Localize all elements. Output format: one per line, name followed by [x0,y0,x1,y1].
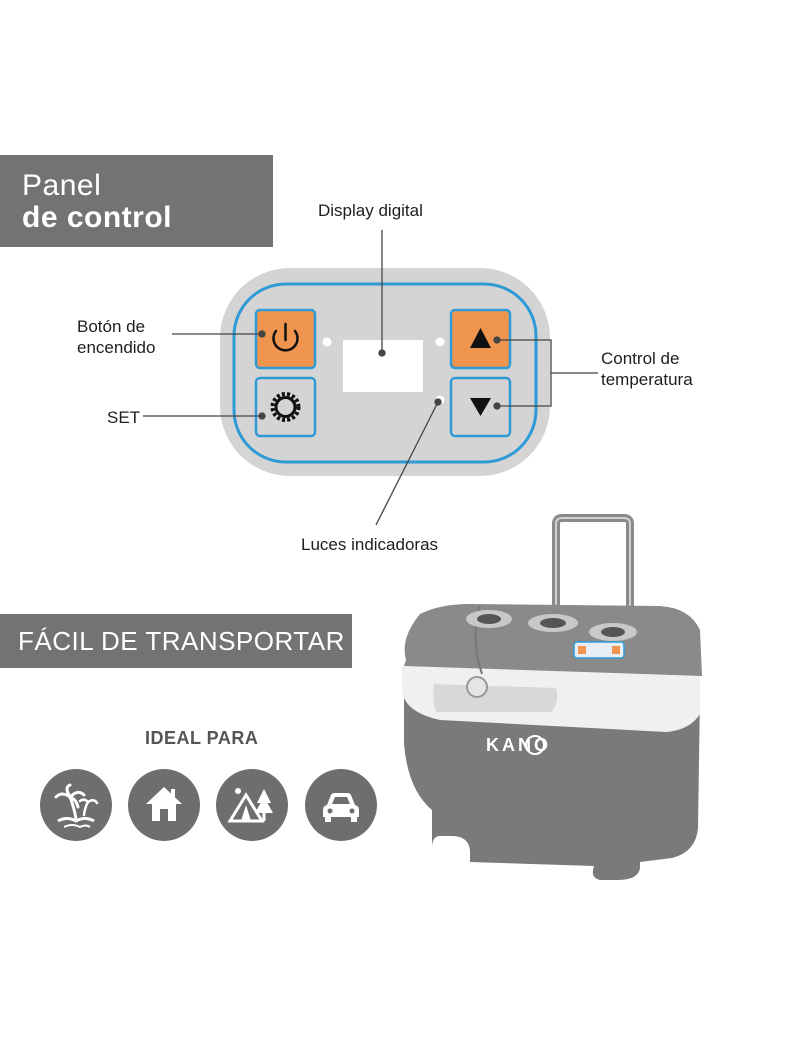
beach-palm-icon [40,769,112,841]
panel-title-line2: de control [22,201,173,234]
set-button [254,376,317,438]
house-icon [128,769,200,841]
cooler-illustration [402,514,702,880]
temp-down-button [449,376,512,438]
callout-lights: Luces indicadoras [301,534,438,555]
transport-title: FÁCIL DE TRANSPORTAR [18,626,345,656]
car-icon [305,769,377,841]
camping-tent-icon [216,769,288,841]
callout-temp-line2: temperatura [601,370,693,389]
callout-lights-text: Luces indicadoras [301,535,439,554]
callout-display-text: Display digital [318,201,423,220]
transport-banner: FÁCIL DE TRANSPORTAR [0,614,352,668]
indicator-light-right [435,337,445,347]
callout-power: Botón de encendido [77,316,155,358]
power-button [254,308,317,370]
callout-power-line2: encendido [77,338,156,357]
callout-temp-line1: Control de [601,349,680,368]
indicator-light-left [322,337,332,347]
panel-control-banner: Panel de control [0,155,273,247]
callout-temperature: Control de temperatura [601,348,693,390]
control-panel [220,268,550,476]
callout-set-text: SET [107,408,141,427]
callout-power-line1: Botón de [77,317,146,336]
callout-display: Display digital [318,200,423,221]
callout-set: SET [107,407,140,428]
ideal-para-title: IDEAL PARA [145,728,259,748]
digital-display [343,340,423,392]
brand-logo: KANO [486,735,551,755]
temp-up-button [449,308,512,370]
callout-lines [143,230,598,526]
panel-title-line1: Panel [22,169,102,202]
